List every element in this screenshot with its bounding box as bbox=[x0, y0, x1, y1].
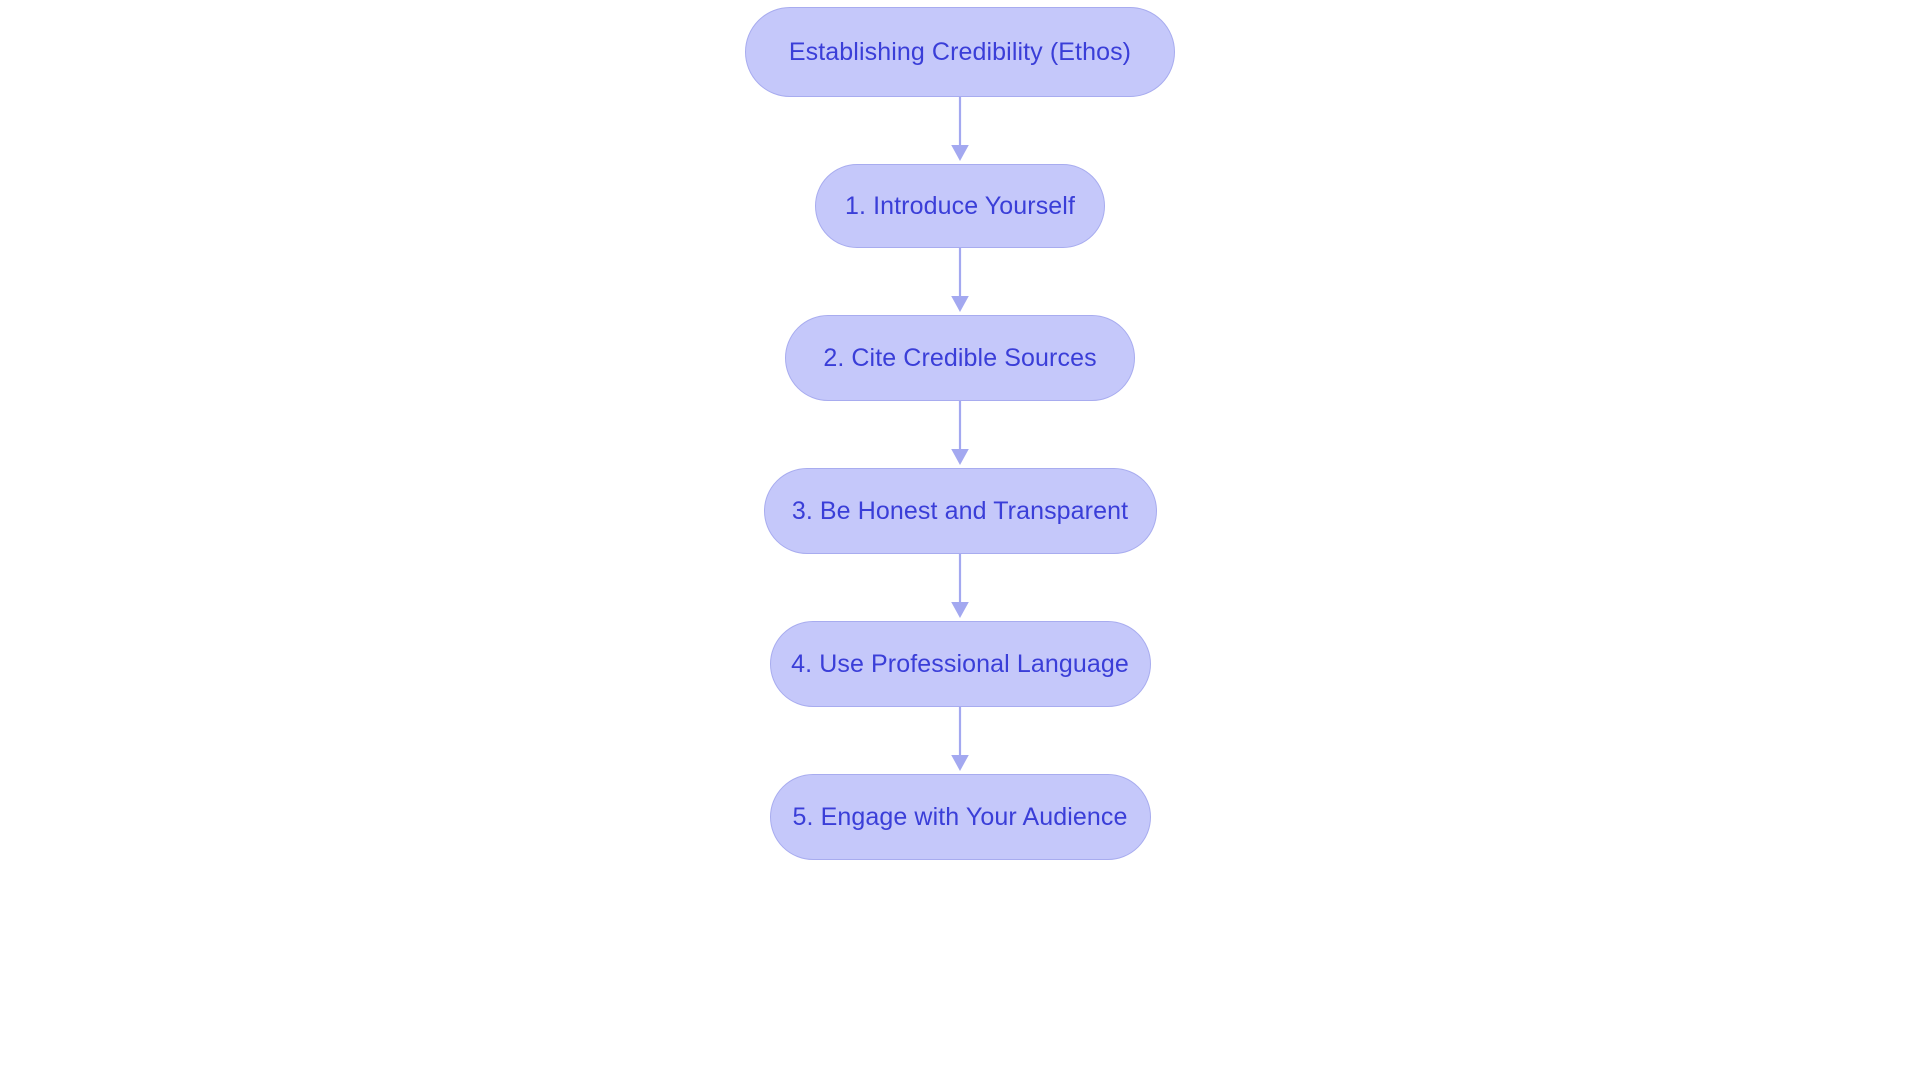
down-arrow-icon bbox=[951, 449, 969, 465]
flowchart-node-be-honest-and-transparent[interactable]: 3. Be Honest and Transparent bbox=[763, 468, 1157, 554]
flowchart-connector-0-to-1 bbox=[948, 97, 972, 164]
flowchart-node-use-professional-language[interactable]: 4. Use Professional Language bbox=[769, 621, 1151, 707]
node-label: 3. Be Honest and Transparent bbox=[791, 496, 1129, 525]
flowchart-connector-3-to-4 bbox=[948, 554, 972, 621]
flowchart-connector-1-to-2 bbox=[948, 248, 972, 315]
flowchart-node-establishing-credibility-ethos[interactable]: Establishing Credibility (Ethos) bbox=[745, 7, 1175, 97]
flowchart-node-cite-credible-sources[interactable]: 2. Cite Credible Sources bbox=[785, 315, 1135, 401]
node-label: Establishing Credibility (Ethos) bbox=[788, 37, 1132, 66]
down-arrow-icon bbox=[951, 602, 969, 618]
flowchart-node-engage-with-your-audience[interactable]: 5. Engage with Your Audience bbox=[769, 774, 1151, 860]
flowchart-node-introduce-yourself[interactable]: 1. Introduce Yourself bbox=[815, 164, 1105, 248]
flowchart-connector-4-to-5 bbox=[948, 707, 972, 774]
down-arrow-icon bbox=[951, 145, 969, 161]
node-label: 4. Use Professional Language bbox=[791, 649, 1129, 678]
down-arrow-icon bbox=[951, 296, 969, 312]
node-label: 1. Introduce Yourself bbox=[844, 191, 1076, 220]
down-arrow-icon bbox=[951, 755, 969, 771]
node-label: 5. Engage with Your Audience bbox=[792, 802, 1128, 831]
flowchart-connector-2-to-3 bbox=[948, 401, 972, 468]
node-label: 2. Cite Credible Sources bbox=[823, 343, 1097, 372]
